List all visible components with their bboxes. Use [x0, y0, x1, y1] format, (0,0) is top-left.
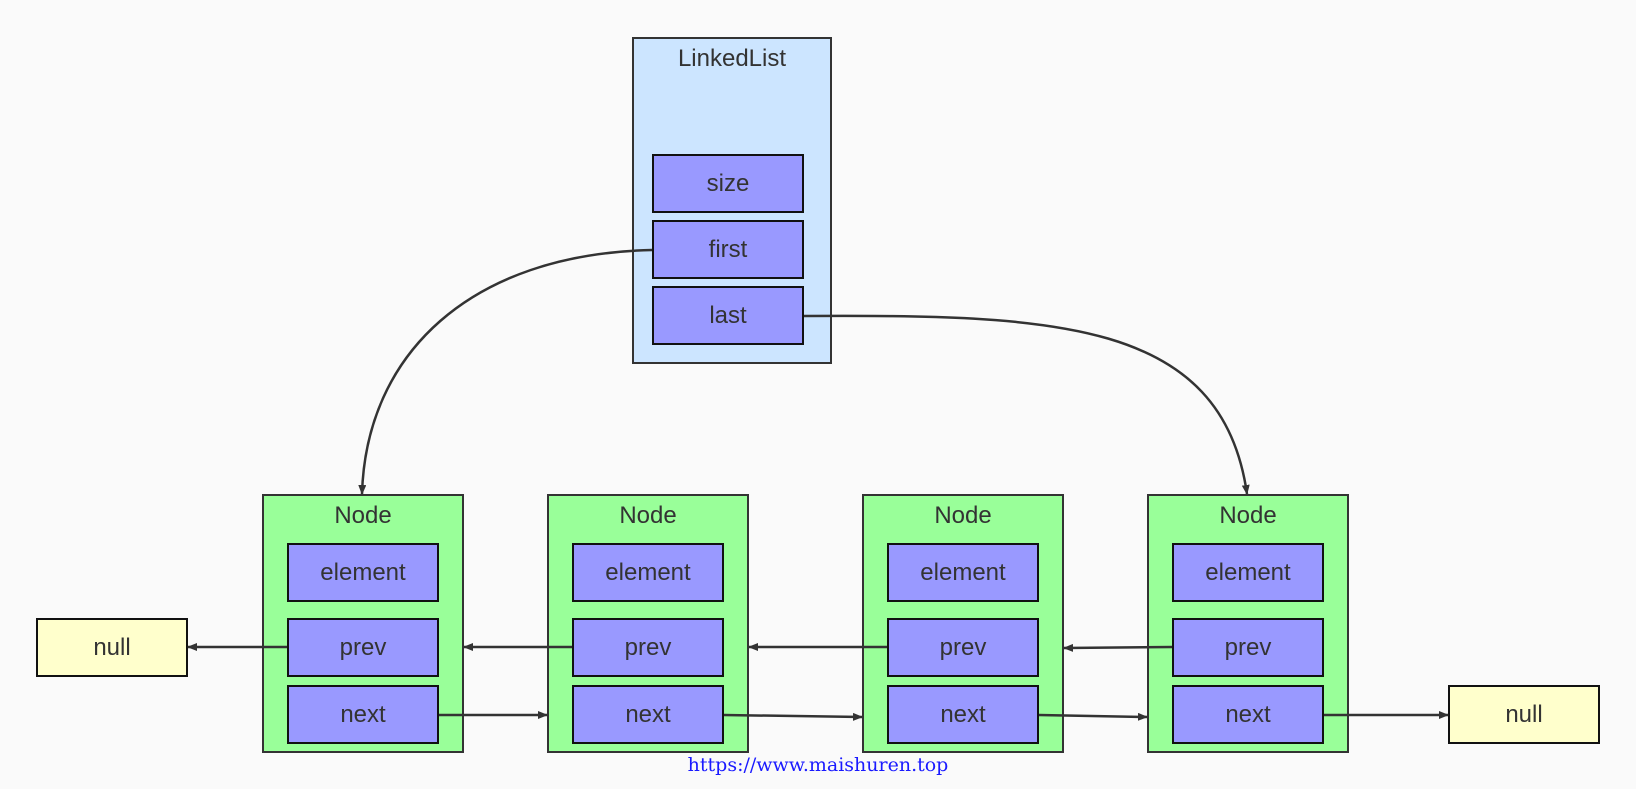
null-right: null — [1448, 685, 1600, 744]
node-2-next: next — [572, 685, 724, 744]
linkedlist-title: LinkedList — [677, 45, 787, 72]
node-4-title: Node — [1219, 502, 1277, 529]
node-2-prev: prev — [572, 618, 724, 677]
node-2-title: Node — [619, 502, 677, 529]
footer-url[interactable]: https://www.maishuren.top — [687, 754, 949, 776]
edge-last-to-node-4 — [803, 314, 1250, 495]
node-2-element: element — [572, 543, 724, 602]
node-3-prev: prev — [887, 618, 1039, 677]
node-3-element: element — [887, 543, 1039, 602]
node-1-title: Node — [334, 502, 392, 529]
null-left: null — [36, 618, 188, 677]
field-last: last — [652, 286, 804, 345]
node-4-element: element — [1172, 543, 1324, 602]
field-first: first — [652, 220, 804, 279]
node-3-next: next — [887, 685, 1039, 744]
node-1-prev: prev — [287, 618, 439, 677]
field-size: size — [652, 154, 804, 213]
node-4-next: next — [1172, 685, 1324, 744]
node-1-element: element — [287, 543, 439, 602]
edge-first-to-node-1 — [358, 248, 653, 495]
node-3-title: Node — [934, 502, 992, 529]
node-1-next: next — [287, 685, 439, 744]
node-4-prev: prev — [1172, 618, 1324, 677]
